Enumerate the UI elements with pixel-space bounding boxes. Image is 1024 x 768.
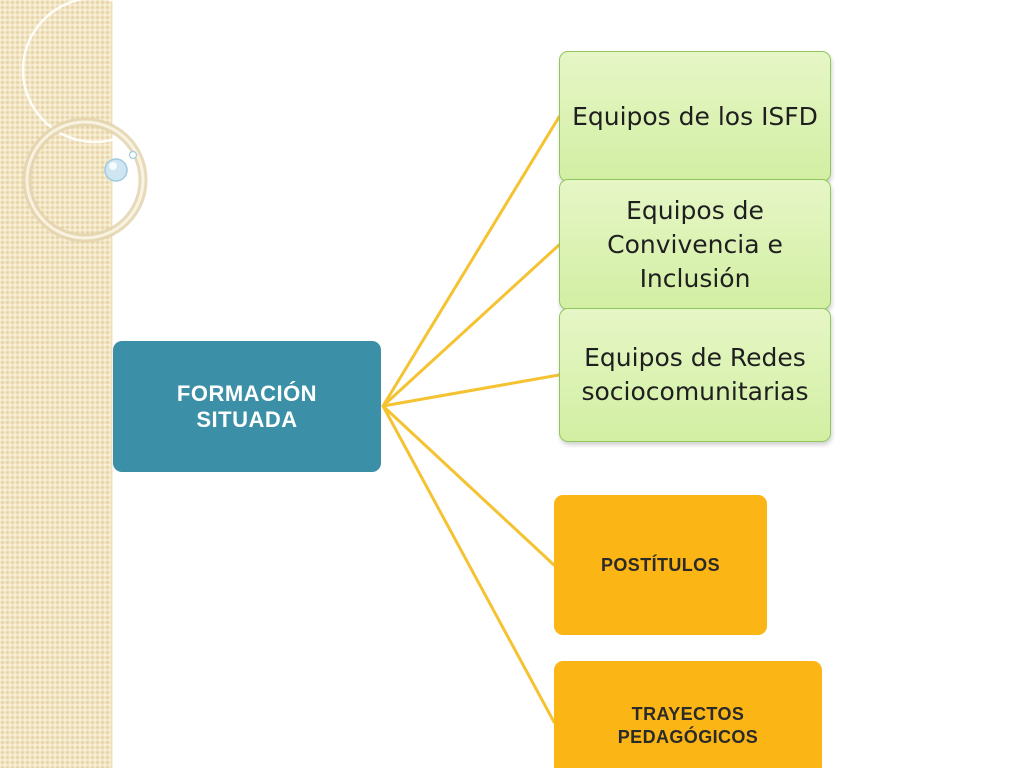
connector-to-isfd <box>381 115 561 408</box>
node-trayectos-pedagogicos: TRAYECTOS PEDAGÓGICOS <box>554 661 822 768</box>
decorative-ring-medium-highlight <box>25 120 145 240</box>
node-postitulos: POSTÍTULOS <box>554 495 767 635</box>
connector-to-convivencia <box>381 243 561 408</box>
node-label-postitulos: POSTÍTULOS <box>600 554 720 575</box>
decorative-ring-large <box>21 0 169 144</box>
node-equipos-redes: Equipos de Redes sociocomunitarias <box>559 308 831 442</box>
decorative-bubble-highlight <box>109 162 117 170</box>
root-node-formacion-situada: FORMACIÓN SITUADA <box>113 341 381 472</box>
node-label-convivencia: Equipos de Convivencia e Inclusión <box>607 195 783 293</box>
node-equipos-isfd: Equipos de los ISFD <box>559 51 831 182</box>
node-label-isfd: Equipos de los ISFD <box>572 101 818 131</box>
connector-to-postitulos <box>381 404 556 567</box>
node-label-redes: Equipos de Redes sociocomunitarias <box>581 343 809 406</box>
side-panel-edge <box>111 0 113 768</box>
node-label-trayectos: TRAYECTOS PEDAGÓGICOS <box>617 704 759 747</box>
connector-to-redes <box>381 373 561 408</box>
root-node-label: FORMACIÓN SITUADA <box>176 380 318 432</box>
connector-to-trayectos <box>381 404 556 724</box>
node-equipos-convivencia: Equipos de Convivencia e Inclusión <box>559 179 831 310</box>
decorative-small-bubble <box>128 150 138 160</box>
decorative-rings <box>21 0 169 243</box>
